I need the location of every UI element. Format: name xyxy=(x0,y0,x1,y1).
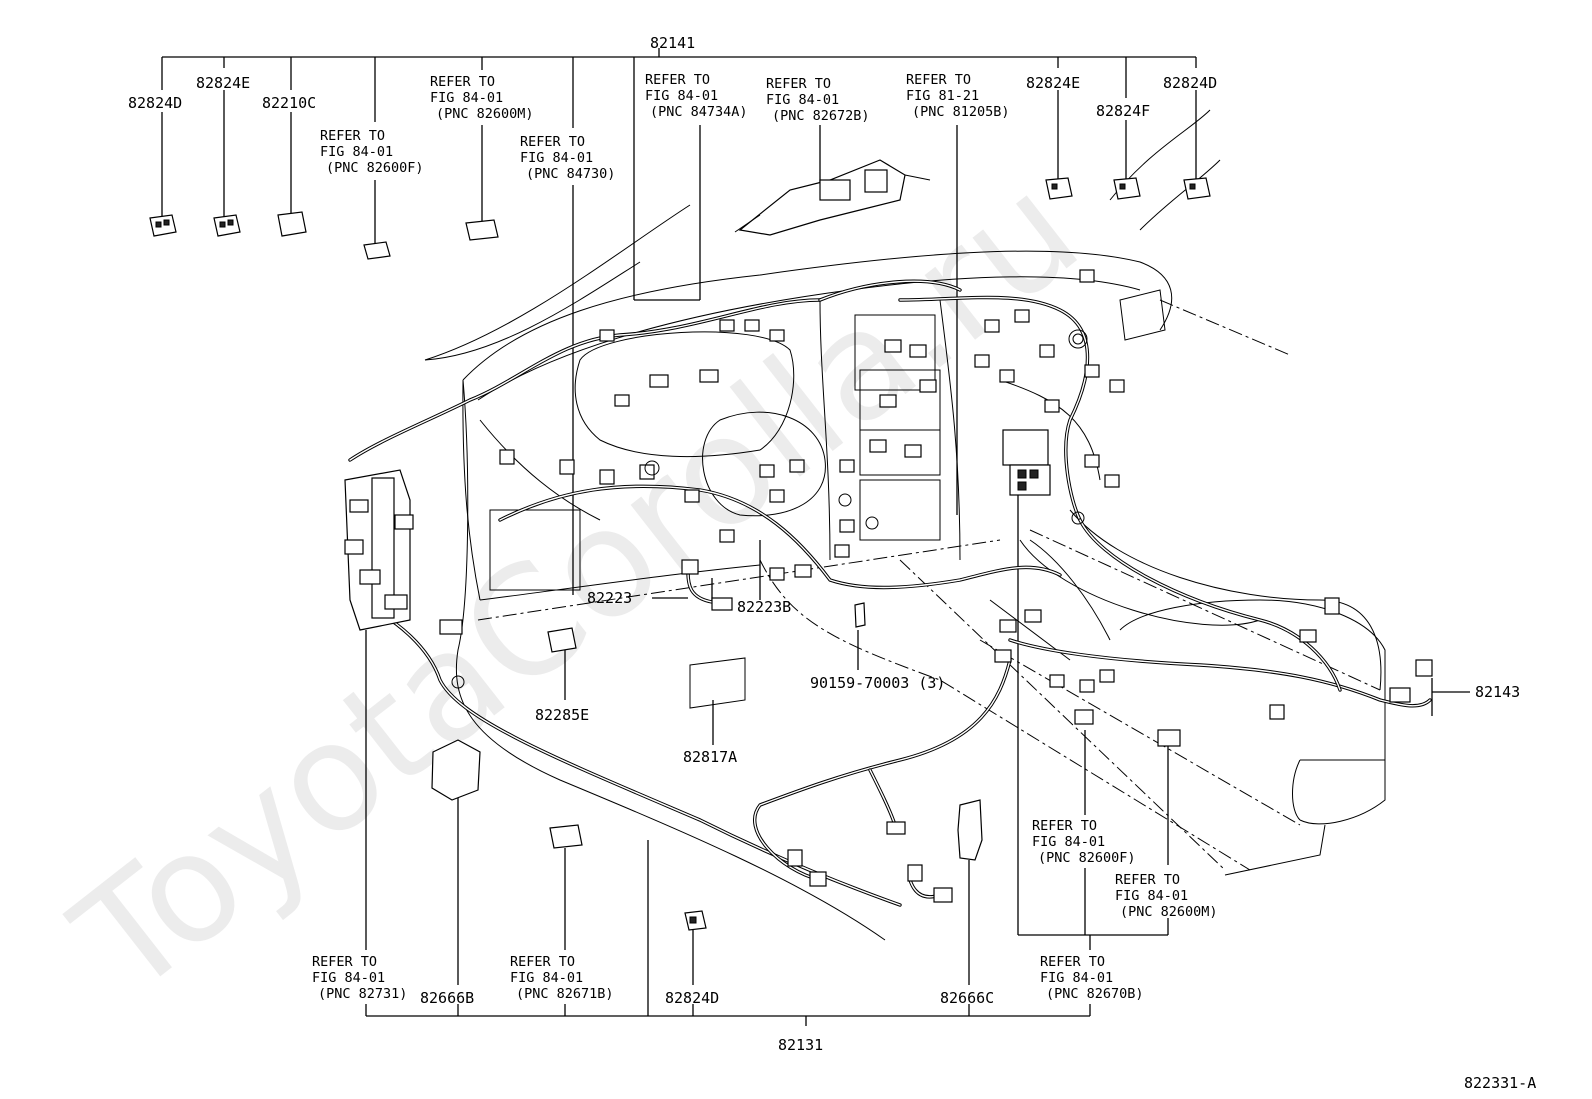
label-82666c: 82666C xyxy=(940,989,994,1007)
svg-text:(PNC 82600M): (PNC 82600M) xyxy=(1120,904,1218,920)
ref-82672b: REFER TO FIG 84-01 (PNC 82672B) xyxy=(766,76,870,124)
label-82141: 82141 xyxy=(650,34,695,52)
svg-text:FIG 84-01: FIG 84-01 xyxy=(430,90,503,106)
relay-block-center-right xyxy=(1002,429,1051,496)
svg-text:(PNC 81205B): (PNC 81205B) xyxy=(912,104,1010,120)
figure-code: 822331-A xyxy=(1464,1074,1536,1092)
label-82817a: 82817A xyxy=(683,748,737,766)
leader-lines-top xyxy=(161,48,1197,595)
svg-text:REFER TO: REFER TO xyxy=(312,954,377,970)
svg-text:REFER TO: REFER TO xyxy=(1040,954,1105,970)
label-82824d-top-left: 82824D xyxy=(128,94,182,112)
reference-notes: REFER TO FIG 84-01 (PNC 82600F) REFER TO… xyxy=(312,72,1218,1002)
left-junction-block xyxy=(344,469,465,689)
svg-text:(PNC 82672B): (PNC 82672B) xyxy=(772,108,870,124)
svg-text:FIG 84-01: FIG 84-01 xyxy=(312,970,385,986)
ref-82731: REFER TO FIG 84-01 (PNC 82731) xyxy=(312,954,407,1002)
svg-text:REFER TO: REFER TO xyxy=(430,74,495,90)
svg-text:FIG 84-01: FIG 84-01 xyxy=(320,144,393,160)
svg-text:REFER TO: REFER TO xyxy=(645,72,710,88)
label-82824d-bottom: 82824D xyxy=(665,989,719,1007)
label-90159-70003: 90159-70003 (3) xyxy=(810,674,945,692)
svg-text:REFER TO: REFER TO xyxy=(520,134,585,150)
svg-text:FIG 84-01: FIG 84-01 xyxy=(1115,888,1188,904)
ref-82600f-right: REFER TO FIG 84-01 (PNC 82600F) xyxy=(1032,818,1136,866)
ref-82600m-right: REFER TO FIG 84-01 (PNC 82600M) xyxy=(1115,872,1218,920)
bottom-small-parts xyxy=(431,602,983,931)
svg-text:(PNC 84730): (PNC 84730) xyxy=(526,166,615,182)
svg-text:FIG 84-01: FIG 84-01 xyxy=(1032,834,1105,850)
label-82824f: 82824F xyxy=(1096,102,1150,120)
label-82210c: 82210C xyxy=(262,94,316,112)
label-82131: 82131 xyxy=(778,1036,823,1054)
svg-text:(PNC 82600F): (PNC 82600F) xyxy=(1038,850,1136,866)
part-labels: 82141 82131 82824D 82824E 82210C 82824E … xyxy=(128,34,1536,1092)
label-82824d-top-right: 82824D xyxy=(1163,74,1217,92)
svg-text:REFER TO: REFER TO xyxy=(766,76,831,92)
svg-text:FIG 84-01: FIG 84-01 xyxy=(510,970,583,986)
label-82143: 82143 xyxy=(1475,683,1520,701)
svg-text:(PNC 82731): (PNC 82731) xyxy=(318,986,407,1002)
svg-text:FIG 84-01: FIG 84-01 xyxy=(520,150,593,166)
ref-82670b: REFER TO FIG 84-01 (PNC 82670B) xyxy=(1040,954,1144,1002)
label-82666b: 82666B xyxy=(420,989,474,1007)
svg-text:FIG 81-21: FIG 81-21 xyxy=(906,88,979,104)
ref-84734a: REFER TO FIG 84-01 (PNC 84734A) xyxy=(645,72,748,120)
svg-text:REFER TO: REFER TO xyxy=(320,128,385,144)
label-82824e-top-left: 82824E xyxy=(196,74,250,92)
bracket-82672b xyxy=(734,159,931,236)
svg-text:(PNC 82671B): (PNC 82671B) xyxy=(516,986,614,1002)
svg-text:REFER TO: REFER TO xyxy=(1115,872,1180,888)
label-82223b: 82223B xyxy=(737,598,791,616)
svg-text:REFER TO: REFER TO xyxy=(510,954,575,970)
leader-lines-bottom xyxy=(365,490,1470,1026)
top-small-parts xyxy=(149,177,1211,260)
harness-wires xyxy=(348,279,1432,907)
svg-text:REFER TO: REFER TO xyxy=(1032,818,1097,834)
svg-text:(PNC 84734A): (PNC 84734A) xyxy=(650,104,748,120)
ref-82600m-top: REFER TO FIG 84-01 (PNC 82600M) xyxy=(430,74,534,122)
label-82223: 82223 xyxy=(587,589,632,607)
label-82285e: 82285E xyxy=(535,706,589,724)
svg-text:FIG 84-01: FIG 84-01 xyxy=(1040,970,1113,986)
ref-82600f-top: REFER TO FIG 84-01 (PNC 82600F) xyxy=(320,128,424,176)
svg-text:FIG 84-01: FIG 84-01 xyxy=(766,92,839,108)
ref-82671b: REFER TO FIG 84-01 (PNC 82671B) xyxy=(510,954,614,1002)
svg-text:FIG 84-01: FIG 84-01 xyxy=(645,88,718,104)
ref-84730: REFER TO FIG 84-01 (PNC 84730) xyxy=(520,134,615,182)
svg-text:REFER TO: REFER TO xyxy=(906,72,971,88)
dashboard-outline xyxy=(424,109,1386,941)
svg-text:(PNC 82600F): (PNC 82600F) xyxy=(326,160,424,176)
ref-81205b: REFER TO FIG 81-21 (PNC 81205B) xyxy=(906,72,1010,120)
svg-text:(PNC 82600M): (PNC 82600M) xyxy=(436,106,534,122)
label-82824e-top-right: 82824E xyxy=(1026,74,1080,92)
harness-connectors xyxy=(499,269,1433,903)
svg-text:(PNC 82670B): (PNC 82670B) xyxy=(1046,986,1144,1002)
